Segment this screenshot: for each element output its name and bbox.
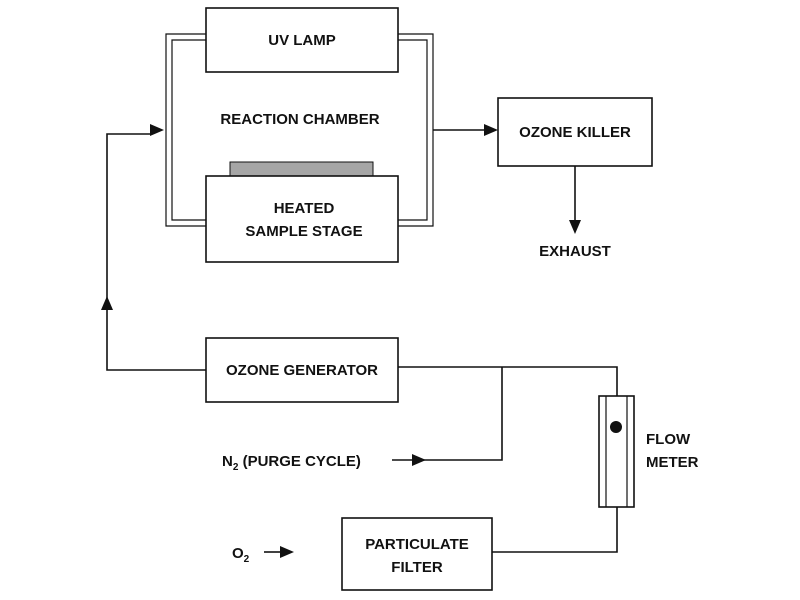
ozone-generator-box <box>205 337 399 403</box>
ozone-killer: OZONE KILLER <box>497 97 653 167</box>
ozone-feed-line <box>101 124 206 371</box>
n2-subscript: 2 <box>233 462 239 473</box>
uv-lamp-box <box>205 7 399 73</box>
o2-arrow-head <box>280 546 294 558</box>
exhaust-label: EXHAUST <box>539 243 611 260</box>
ozone-generator: OZONE GENERATOR <box>205 337 399 403</box>
heated-stage-label-line2: SAMPLE STAGE <box>245 223 362 240</box>
n2-purge-input: N2 (PURGE CYCLE) <box>222 453 426 473</box>
heated-sample-stage: HEATED SAMPLE STAGE <box>205 175 399 263</box>
ozone-killer-to-exhaust-arrow <box>569 166 581 234</box>
heated-sample-stage-box <box>205 175 399 263</box>
flow-meter-label-line1: FLOW <box>646 431 691 448</box>
feed-arrow-head <box>150 124 164 136</box>
n2-arrow-head <box>412 454 426 466</box>
filter-to-flow-meter-line <box>492 507 618 553</box>
flow-meter-box <box>598 395 635 508</box>
o2-subscript: 2 <box>244 554 250 565</box>
sample-strip <box>229 161 374 177</box>
particulate-filter-label-line2: FILTER <box>391 559 443 576</box>
o2-label: O2 <box>232 545 250 565</box>
n2-prefix: N <box>222 453 233 470</box>
ozone-generator-label: OZONE GENERATOR <box>226 362 378 379</box>
n2-suffix: (PURGE CYCLE) <box>238 453 361 470</box>
ozone-killer-label: OZONE KILLER <box>519 124 631 141</box>
flow-meter-label-line2: METER <box>646 454 699 471</box>
feed-arrow-mid <box>101 296 113 310</box>
uv-lamp-label: UV LAMP <box>268 32 336 49</box>
uv-lamp: UV LAMP <box>205 7 399 73</box>
reaction-chamber-label: REACTION CHAMBER <box>220 111 379 128</box>
heated-stage-label-line1: HEATED <box>274 200 335 217</box>
o2-prefix: O <box>232 545 244 562</box>
n2-purge-label: N2 (PURGE CYCLE) <box>222 453 361 473</box>
flow-meter-float <box>610 421 622 433</box>
particulate-filter-label-line1: PARTICULATE <box>365 536 469 553</box>
particulate-filter-box <box>341 517 493 591</box>
chamber-to-ozone-killer-arrow <box>433 124 498 136</box>
o2-input: O2 <box>232 545 294 565</box>
flow-meter: FLOW METER <box>598 395 699 508</box>
flow-meter-to-generator-line <box>392 366 618 461</box>
particulate-filter: PARTICULATE FILTER <box>341 517 493 591</box>
